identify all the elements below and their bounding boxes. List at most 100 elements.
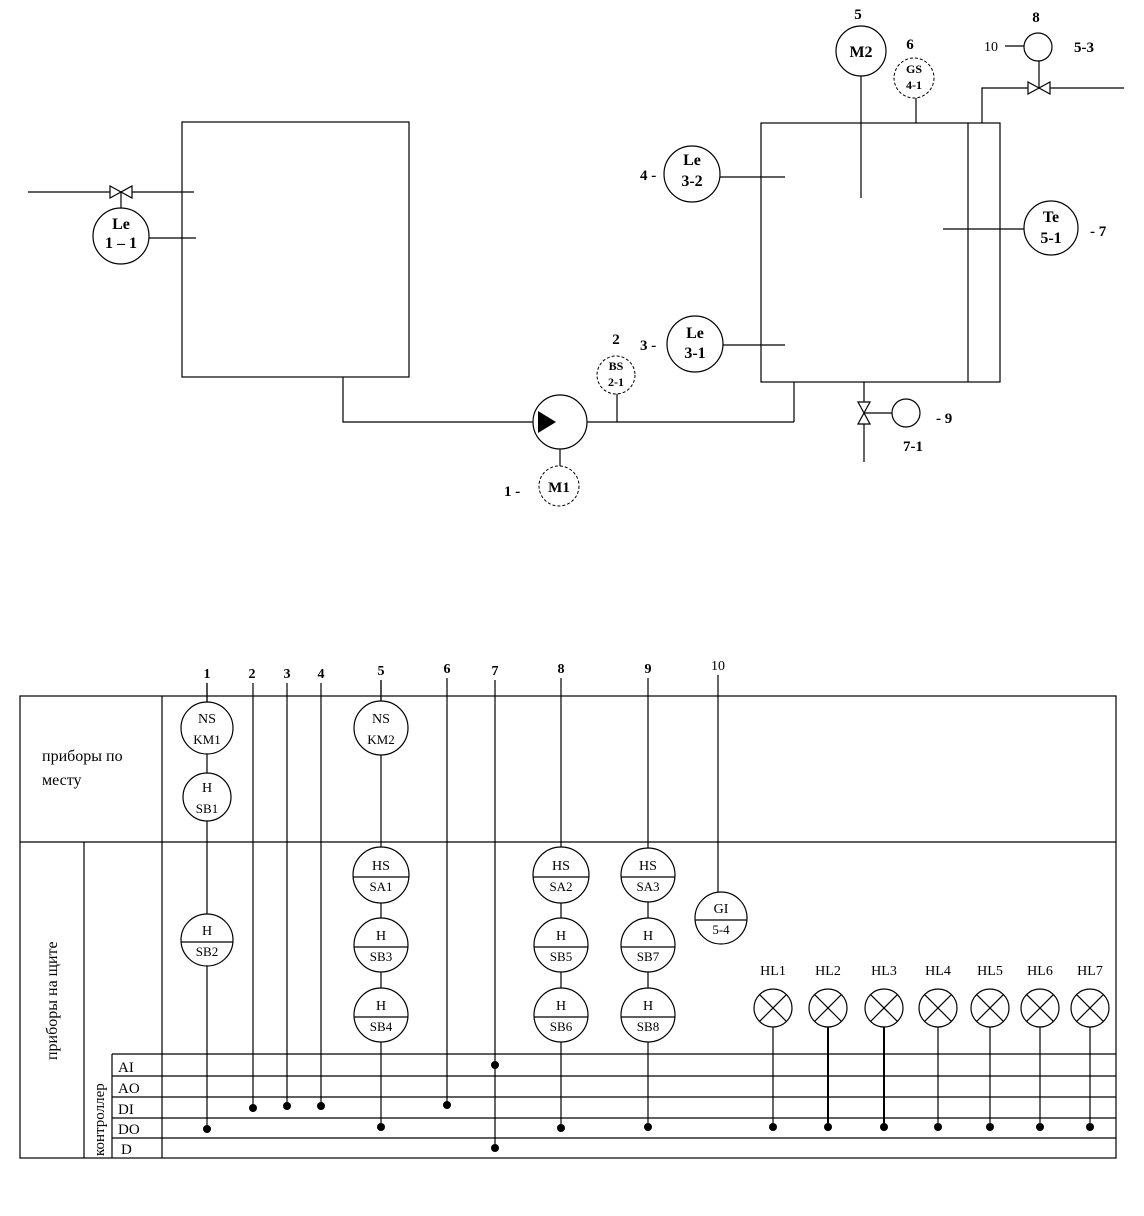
device-label-bottom: SB2 bbox=[196, 944, 218, 959]
device-label-bottom: 5-4 bbox=[712, 922, 730, 937]
device-label-top: H bbox=[556, 929, 566, 944]
le-3-2-bottom: 3-2 bbox=[681, 173, 702, 190]
device-label-bottom: SB1 bbox=[196, 801, 218, 816]
column-number-10: 10 bbox=[711, 659, 725, 674]
device-label-top: H bbox=[643, 999, 653, 1014]
le-3-1-bottom: 3-1 bbox=[684, 345, 705, 362]
junction-dot bbox=[644, 1123, 652, 1131]
column-number-9: 9 bbox=[645, 662, 652, 677]
m2-label: M2 bbox=[849, 44, 872, 61]
device-sa3: HS SA3 bbox=[620, 847, 676, 903]
sensor-gs-4-1: GS 4-1 bbox=[893, 57, 935, 99]
valve-7-1-number: - 9 bbox=[936, 411, 952, 427]
device-label-bottom: SB5 bbox=[550, 949, 572, 964]
bus-label-do: DO bbox=[118, 1122, 140, 1138]
lamp-label: HL2 bbox=[815, 964, 841, 979]
valve-5-3-number: 8 bbox=[1032, 10, 1040, 26]
device-label-top: H bbox=[202, 781, 212, 796]
device-label-bottom: KM2 bbox=[367, 732, 394, 747]
device-label-top: NS bbox=[198, 712, 216, 727]
column-number-2: 2 bbox=[249, 667, 256, 682]
lamp-label: HL4 bbox=[925, 964, 951, 979]
device-sb8: H SB8 bbox=[620, 987, 676, 1043]
left-tank bbox=[181, 121, 410, 378]
device-label-top: NS bbox=[372, 712, 390, 727]
device-label-bottom: KM1 bbox=[193, 732, 220, 747]
right-tank bbox=[760, 122, 1001, 383]
device-sb4: H SB4 bbox=[353, 987, 409, 1043]
lamp-label: HL5 bbox=[977, 964, 1003, 979]
le-3-2-number: 4 - bbox=[640, 168, 656, 184]
device-label-bottom: SA2 bbox=[549, 879, 572, 894]
column-number-1: 1 bbox=[204, 667, 211, 682]
column-number-8: 8 bbox=[558, 662, 565, 677]
junction-dot bbox=[880, 1123, 888, 1131]
gs-4-1-top: GS bbox=[906, 62, 922, 76]
device-sb7: H SB7 bbox=[620, 917, 676, 973]
bs-2-1-bottom: 2-1 bbox=[608, 375, 624, 389]
motor-m2: M2 bbox=[835, 25, 887, 77]
bus-label-ao: AO bbox=[118, 1081, 140, 1097]
junction-dot bbox=[934, 1123, 942, 1131]
junction-dot bbox=[491, 1061, 499, 1069]
lamp-hl5-icon: HL5 bbox=[970, 964, 1010, 1131]
device-label-top: HS bbox=[639, 859, 657, 874]
lamp-label: HL6 bbox=[1027, 964, 1053, 979]
le-3-1-number: 3 - bbox=[640, 338, 656, 354]
level-sensor-le-3-2: Le 3-2 bbox=[663, 145, 721, 203]
device-km1: NS KM1 bbox=[180, 701, 234, 755]
junction-dot bbox=[824, 1123, 832, 1131]
le-3-2-top: Le bbox=[683, 152, 701, 169]
m1-label: M1 bbox=[548, 480, 570, 496]
te-5-1-bottom: 5-1 bbox=[1040, 230, 1061, 247]
sensor-bs-2-1: BS 2-1 bbox=[596, 355, 636, 395]
le-1-1-bottom: 1 – 1 bbox=[105, 235, 137, 252]
bus-label-d: D bbox=[121, 1142, 132, 1158]
device-label-top: H bbox=[376, 999, 386, 1014]
junction-dot bbox=[557, 1124, 565, 1132]
device-label-bottom: SB3 bbox=[370, 949, 392, 964]
lamp-hl7-icon: HL7 bbox=[1070, 964, 1110, 1131]
junction-dot bbox=[377, 1123, 385, 1131]
te-5-1-top: Te bbox=[1043, 209, 1059, 226]
device-label-top: H bbox=[643, 929, 653, 944]
device-label-bottom: SA3 bbox=[636, 879, 659, 894]
pump-icon bbox=[532, 394, 588, 450]
bus-label-di: DI bbox=[118, 1102, 134, 1118]
gs-4-1-number: 6 bbox=[906, 37, 914, 53]
device-label-bottom: SB8 bbox=[637, 1019, 659, 1034]
m2-number: 5 bbox=[854, 7, 862, 23]
device-label-top: GI bbox=[714, 902, 729, 917]
device-label-bottom: SB7 bbox=[637, 949, 660, 964]
m1-number: 1 - bbox=[504, 484, 520, 500]
device-label-bottom: SB4 bbox=[370, 1019, 393, 1034]
temperature-sensor-te-5-1: Te 5-1 bbox=[1023, 200, 1079, 256]
motor-m1: M1 bbox=[538, 465, 580, 507]
le-1-1-top: Le bbox=[112, 216, 130, 233]
valve-5-3-left-label: 10 bbox=[984, 40, 998, 55]
device-gi54: GI 5-4 bbox=[694, 891, 748, 945]
te-5-1-number: - 7 bbox=[1090, 224, 1107, 240]
device-sb1: H SB1 bbox=[182, 772, 232, 822]
row-panel-label: приборы на щите bbox=[44, 941, 61, 1060]
lamp-label: HL3 bbox=[871, 964, 897, 979]
column-number-6: 6 bbox=[444, 662, 451, 677]
junction-dot bbox=[769, 1123, 777, 1131]
lamp-hl6-icon: HL6 bbox=[1020, 964, 1060, 1131]
junction-dot bbox=[986, 1123, 994, 1131]
device-label-top: H bbox=[556, 999, 566, 1014]
column-number-7: 7 bbox=[492, 664, 499, 679]
junction-dot bbox=[1036, 1123, 1044, 1131]
junction-dot bbox=[249, 1104, 257, 1112]
bus-label-ai: AI bbox=[118, 1060, 134, 1076]
valve-7-1-label: 7-1 bbox=[903, 439, 923, 455]
device-sb5: H SB5 bbox=[533, 917, 589, 973]
lamp-label: HL7 bbox=[1077, 964, 1103, 979]
device-label-bottom: SA1 bbox=[369, 879, 392, 894]
column-number-4: 4 bbox=[318, 667, 325, 682]
